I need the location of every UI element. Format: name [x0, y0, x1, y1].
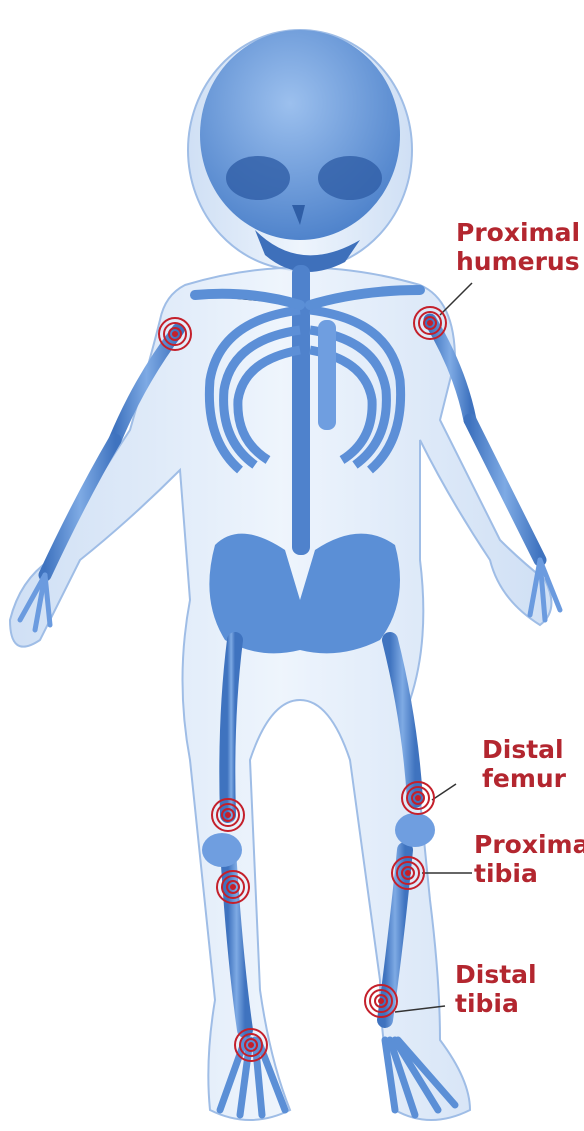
target-marker-right-distal-femur	[212, 799, 244, 831]
label-distal-tibia: Distal tibia	[455, 960, 537, 1018]
label-proximal-humerus-line1: Proximal	[456, 218, 580, 247]
label-distal-tibia-line1: Distal	[455, 960, 537, 989]
target-marker-distal-tibia	[365, 985, 397, 1017]
target-marker-right-distal-tibia	[235, 1029, 267, 1061]
label-distal-femur-line1: Distal	[482, 735, 566, 764]
label-distal-tibia-line2: tibia	[455, 989, 537, 1018]
label-proximal-tibia: Proximal tibia	[474, 830, 584, 888]
label-proximal-tibia-line2: tibia	[474, 859, 584, 888]
label-proximal-humerus-line2: humerus	[456, 247, 580, 276]
target-marker-left-shoulder	[159, 318, 191, 350]
target-marker-distal-femur	[402, 782, 434, 814]
target-marker-right-proximal-tibia	[217, 871, 249, 903]
label-proximal-tibia-line1: Proximal	[474, 830, 584, 859]
target-marker-proximal-tibia	[392, 857, 424, 889]
label-proximal-humerus: Proximal humerus	[456, 218, 580, 276]
target-marker-proximal-humerus	[414, 307, 446, 339]
label-distal-femur-line2: femur	[482, 764, 566, 793]
sternum	[318, 320, 336, 430]
label-distal-femur: Distal femur	[482, 735, 566, 793]
